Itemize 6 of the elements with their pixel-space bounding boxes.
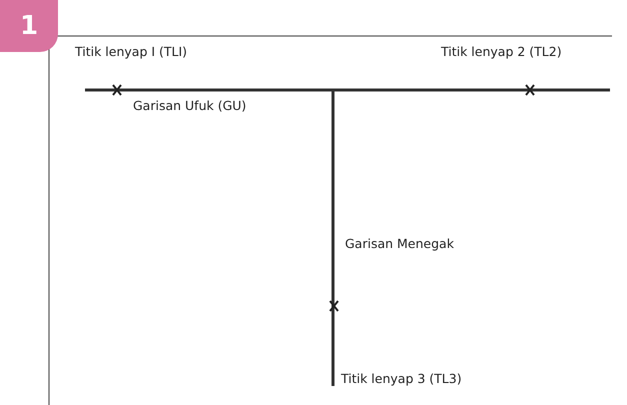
number-badge: 1 xyxy=(0,0,58,52)
label: Titik lenyap 2 (TL2) xyxy=(441,44,562,59)
label: Titik lenyap 3 (TL3) xyxy=(341,371,462,386)
label: Titik lenyap I (TLI) xyxy=(75,44,188,59)
label: Garisan Menegak xyxy=(345,236,454,251)
label: Garisan Ufuk (GU) xyxy=(133,98,246,113)
